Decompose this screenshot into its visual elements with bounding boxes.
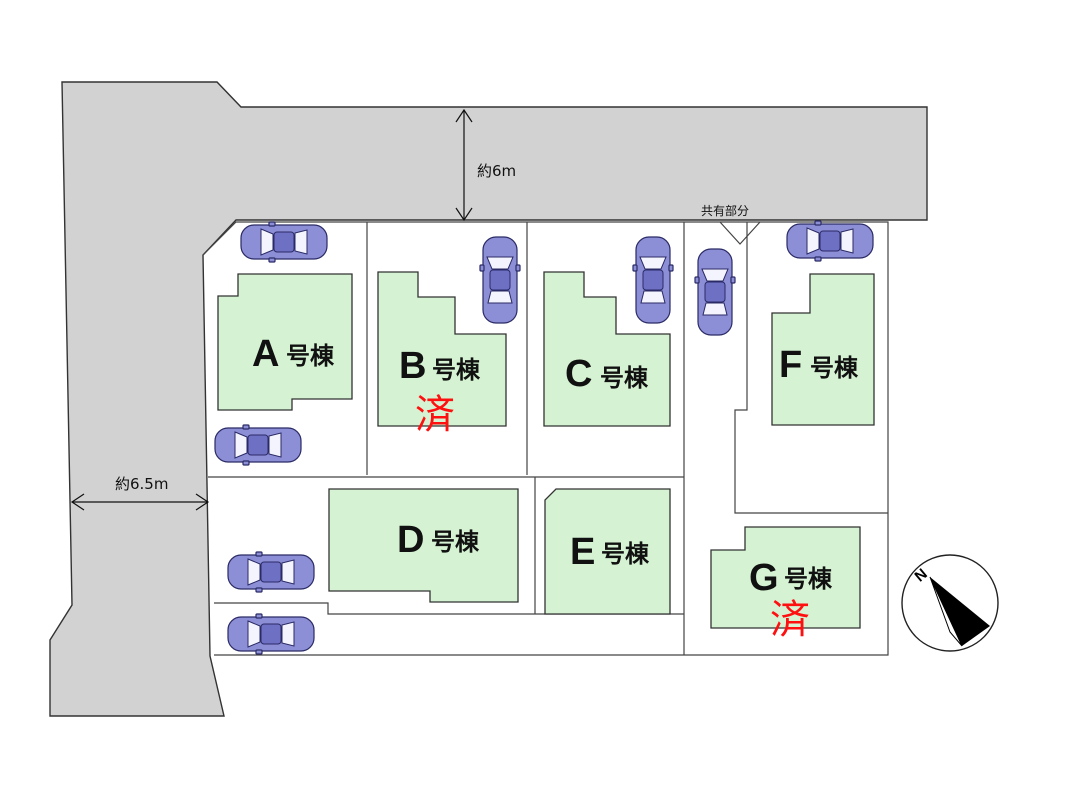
svg-text:B: B <box>399 345 426 387</box>
common-area-label: 共有部分 <box>701 203 749 218</box>
car-a-top <box>240 221 328 263</box>
house-f <box>771 273 875 426</box>
lot-label-a: A 号棟 <box>252 333 335 375</box>
lot-label-g: G 号棟 済 <box>749 557 833 643</box>
north-compass-icon: N <box>901 554 999 652</box>
car-d-2 <box>227 613 315 655</box>
lot-label-c: C 号棟 <box>565 353 649 395</box>
svg-text:号棟: 号棟 <box>810 354 859 382</box>
lot-label-f: F 号棟 <box>779 344 859 386</box>
house-b <box>377 271 507 427</box>
house-d <box>328 488 519 603</box>
svg-text:E: E <box>570 531 595 573</box>
lot-boundaries <box>202 221 889 656</box>
svg-text:号棟: 号棟 <box>432 356 481 384</box>
svg-text:号棟: 号棟 <box>784 565 833 593</box>
sold-mark-g: 済 <box>770 597 810 643</box>
lot-label-b: B 号棟 済 <box>399 345 481 438</box>
lot-label-e: E 号棟 <box>570 531 650 573</box>
sold-mark-b: 済 <box>415 392 455 438</box>
svg-text:号棟: 号棟 <box>600 364 649 392</box>
car-a-bottom <box>214 424 302 466</box>
house-g <box>710 526 861 629</box>
car-f <box>786 220 874 262</box>
house-a <box>217 273 353 411</box>
road-north-width-label: 約6m <box>477 162 516 180</box>
svg-text:A: A <box>252 333 279 375</box>
svg-text:F: F <box>779 344 802 386</box>
road-west-width-label: 約6.5m <box>115 475 168 493</box>
house-e <box>544 488 671 615</box>
car-c <box>632 236 674 324</box>
svg-text:号棟: 号棟 <box>601 540 650 568</box>
svg-text:C: C <box>565 353 592 395</box>
car-b <box>479 236 521 324</box>
svg-text:G: G <box>749 557 779 599</box>
house-c <box>543 271 671 427</box>
road-north-dimension <box>455 108 473 222</box>
svg-text:号棟: 号棟 <box>286 342 335 370</box>
car-f-drive <box>694 248 736 336</box>
lot-label-d: D 号棟 <box>397 519 480 561</box>
svg-text:号棟: 号棟 <box>431 528 480 556</box>
svg-text:D: D <box>397 519 424 561</box>
car-d-1 <box>227 551 315 593</box>
road-west-dimension <box>70 493 210 511</box>
